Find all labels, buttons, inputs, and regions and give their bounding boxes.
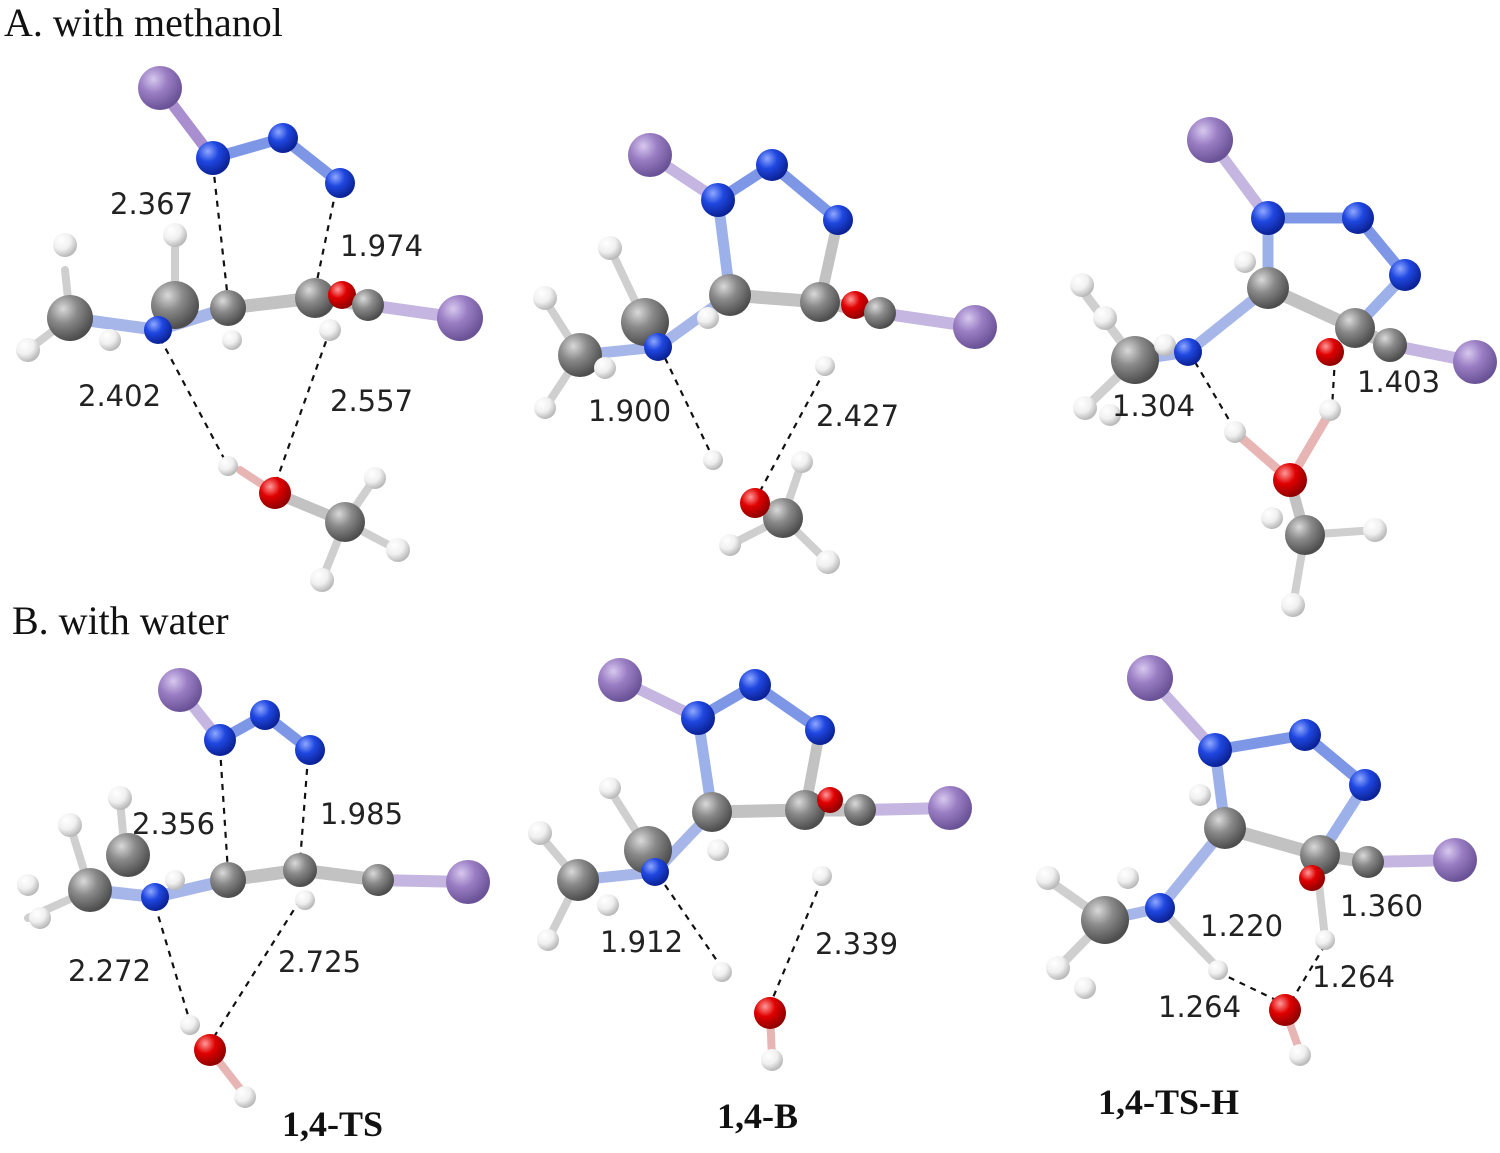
structure-water-1-4-ts-h: 1.220 1.360 1.264 1.264 xyxy=(1036,655,1477,1066)
distance-label: 1.220 xyxy=(1200,909,1283,943)
distance-label: 1.985 xyxy=(320,797,403,831)
distance-label: 1.912 xyxy=(600,925,683,959)
atoms xyxy=(528,658,972,1071)
distance-label: 2.427 xyxy=(816,399,899,433)
bonds xyxy=(536,674,956,1062)
distance-label: 1.264 xyxy=(1158,990,1241,1024)
distance-label: 2.356 xyxy=(132,807,215,841)
hydrogen-bonds xyxy=(153,747,310,1041)
section-a-label: A. with methanol xyxy=(4,0,283,45)
distance-label: 1.304 xyxy=(1112,389,1195,423)
hydrogen-bonds xyxy=(159,164,338,486)
section-b-label: B. with water xyxy=(12,598,229,643)
atoms xyxy=(1070,117,1497,617)
hydrogen-bonds xyxy=(664,879,824,1001)
distance-label: 1.264 xyxy=(1312,960,1395,994)
distance-label: 2.402 xyxy=(78,379,161,413)
atoms xyxy=(533,133,997,574)
distance-label: 2.339 xyxy=(815,927,898,961)
distance-label: 2.725 xyxy=(278,945,361,979)
distance-label: 1.900 xyxy=(588,394,671,428)
structure-label-ts: 1,4-TS xyxy=(282,1104,383,1144)
distance-label: 2.557 xyxy=(330,384,413,418)
distance-label: 1.360 xyxy=(1340,889,1423,923)
atoms xyxy=(17,668,490,1108)
distance-label: 2.367 xyxy=(110,187,193,221)
structure-label-b: 1,4-B xyxy=(717,1096,798,1136)
distance-label: 1.974 xyxy=(340,229,423,263)
atoms xyxy=(16,66,483,592)
distance-label: 1.403 xyxy=(1357,365,1440,399)
structure-methanol-1-4-ts-h: 1.304 1.403 xyxy=(1070,117,1497,617)
hydrogen-bonds xyxy=(1217,944,1326,1003)
structure-water-1-4-b: 1.912 2.339 xyxy=(528,658,972,1071)
structure-methanol-1-4-ts: 2.367 1.974 2.402 2.557 xyxy=(16,66,483,592)
structure-label-ts-h: 1,4-TS-H xyxy=(1098,1082,1239,1122)
bonds xyxy=(24,82,466,584)
structure-water-1-4-ts: 2.356 1.985 2.272 2.725 xyxy=(17,668,490,1108)
bonds xyxy=(1043,672,1461,1056)
atoms xyxy=(1036,655,1477,1066)
structure-methanol-1-4-b: 1.900 2.427 xyxy=(533,133,997,574)
hydrogen-bonds xyxy=(1194,357,1337,431)
distance-label: 2.272 xyxy=(68,954,151,988)
